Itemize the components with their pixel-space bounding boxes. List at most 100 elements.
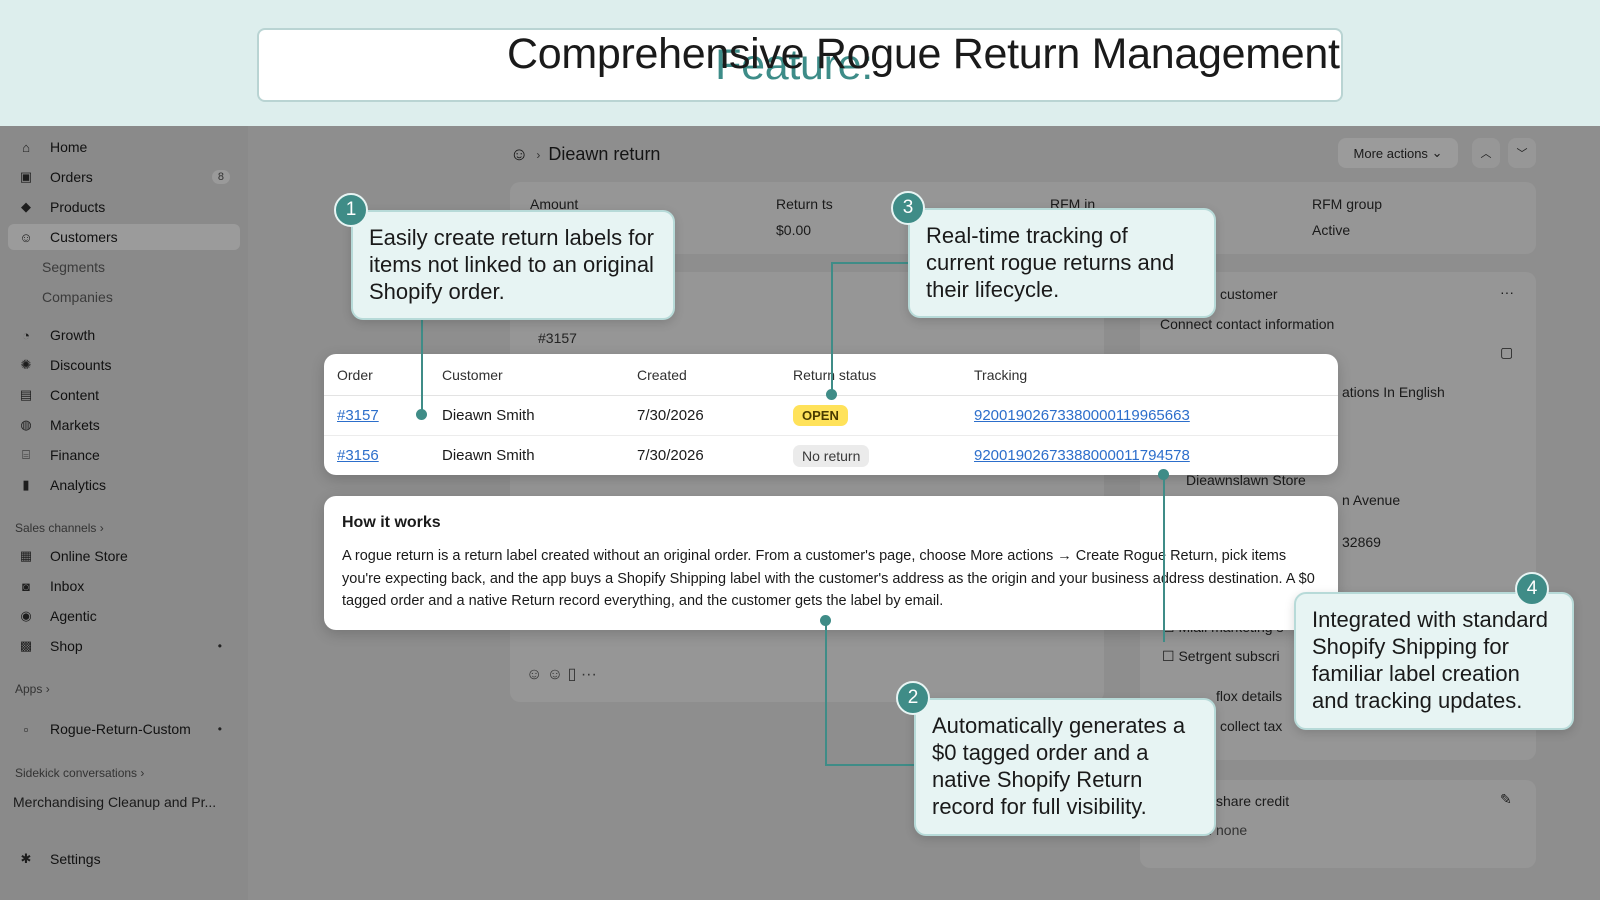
- sidebar-item-companies[interactable]: Companies: [42, 289, 113, 305]
- shop-icon: ▩: [19, 638, 33, 653]
- callout-3: Real-time tracking of current rogue retu…: [908, 208, 1216, 318]
- how-it-works-card: How it works A rogue return is a return …: [324, 496, 1338, 630]
- connector-dot-1: [416, 409, 427, 420]
- callout-3-text: Real-time tracking of current rogue retu…: [926, 223, 1175, 302]
- sidebar-item-finance[interactable]: ⌸Finance: [8, 442, 240, 468]
- sidebar-item-online-store[interactable]: ▦Online Store: [19, 548, 128, 564]
- callout-number-2: 2: [896, 681, 930, 715]
- connector-line-1: [421, 318, 423, 414]
- copy-icon[interactable]: ▢: [1500, 344, 1514, 360]
- sidebar-item-products[interactable]: ◆Products: [8, 194, 240, 220]
- callout-1-text: Easily create return labels for items no…: [369, 225, 654, 304]
- ellipsis-icon[interactable]: ···: [1500, 284, 1514, 300]
- sidebar-item-shop[interactable]: ▩Shop•: [19, 638, 222, 654]
- sidebar-item-analytics[interactable]: ▮Analytics: [8, 472, 240, 498]
- store-name: Dieawnslawn Store: [1186, 472, 1306, 488]
- returns-value: $0.00: [776, 222, 812, 238]
- sidebar-item-rogue-return-custom[interactable]: ▫Rogue-Return-Custom•: [8, 716, 240, 742]
- customer-name: Dieawn Smith: [442, 407, 535, 424]
- connector-line-2b: [825, 764, 917, 766]
- sidebar-item-inbox[interactable]: ◙Inbox: [8, 573, 240, 599]
- more-actions-button[interactable]: More actions ⌄: [1338, 138, 1458, 168]
- discount-icon: ✺: [20, 357, 32, 372]
- connector-line-2: [825, 622, 827, 766]
- comment-toolbar-icons[interactable]: ☺ ☺ ▯ ···: [526, 666, 597, 683]
- connector-line-4: [1163, 474, 1165, 642]
- connect-contact-info[interactable]: Connect contact information: [1160, 316, 1335, 332]
- column-header-order[interactable]: Order: [337, 366, 373, 383]
- callout-4: Integrated with standard Shopify Shippin…: [1294, 592, 1574, 730]
- sidebar-item-content[interactable]: ▤Content: [19, 387, 100, 403]
- sidebar-item-customers[interactable]: ☺Customers: [8, 224, 240, 250]
- connector-dot-3: [826, 389, 837, 400]
- breadcrumb: ☺ › Dieawn return: [510, 144, 660, 165]
- callout-4-text: Integrated with standard Shopify Shippin…: [1312, 607, 1549, 713]
- table-row[interactable]: #3157 Dieawn Smith 7/30/2026 OPEN 920019…: [324, 396, 1338, 436]
- sidebar-item-markets[interactable]: ◍Markets: [8, 412, 240, 438]
- shop-indicator-dot: •: [217, 639, 222, 653]
- table-header-row: Order Customer Created Return status Tra…: [324, 354, 1338, 396]
- banner-title-box: Feature: Comprehensive Rogue Return Mana…: [257, 28, 1343, 102]
- tag-icon: ◆: [21, 199, 31, 214]
- status-badge: OPEN: [793, 405, 848, 426]
- connector-line-3: [831, 262, 833, 394]
- rfm-group-value: Active: [1312, 222, 1351, 238]
- rfm-group-label: RFM group: [1312, 196, 1383, 212]
- returns-label: Return ts: [776, 196, 833, 212]
- feature-banner: Feature: Comprehensive Rogue Return Mana…: [0, 0, 1600, 126]
- order-link[interactable]: #3156: [337, 447, 379, 464]
- share-credit-heading: share credit: [1216, 793, 1290, 809]
- pencil-icon[interactable]: ✎: [1500, 791, 1512, 807]
- agentic-icon: ◉: [20, 608, 32, 623]
- order-reference: #3157: [538, 330, 577, 346]
- bar-chart-icon: ▮: [22, 477, 30, 492]
- person-icon: ☺: [19, 229, 33, 245]
- how-it-works-text: A rogue return is a return label created…: [342, 548, 1315, 609]
- callout-2-text: Automatically generates a $0 tagged orde…: [932, 713, 1186, 819]
- next-button[interactable]: ﹀: [1508, 138, 1536, 168]
- sms-subscribe-checkbox[interactable]: ☐ Setrgent subscri: [1162, 648, 1280, 664]
- column-header-tracking[interactable]: Tracking: [974, 366, 1028, 383]
- gauge-icon: ◔: [22, 327, 30, 343]
- sidebar-item-segments[interactable]: Segments: [42, 259, 106, 275]
- callout-1: Easily create return labels for items no…: [351, 210, 675, 320]
- callout-number-4: 4: [1515, 572, 1549, 606]
- sidebar-item-settings[interactable]: ✱Settings: [8, 846, 240, 872]
- person-icon[interactable]: ☺: [510, 144, 529, 164]
- app-icon: ▫: [23, 721, 29, 737]
- sidebar-item-agentic[interactable]: ◉Agentic: [8, 603, 240, 629]
- tracking-link[interactable]: 92001902673380000119965663: [974, 407, 1190, 424]
- amount-label: Amount: [530, 196, 579, 212]
- column-header-created[interactable]: Created: [637, 366, 687, 383]
- bank-icon: ⌸: [22, 447, 30, 462]
- sidebar-item-home[interactable]: ⌂Home: [8, 134, 240, 160]
- sidebar-item-discounts[interactable]: ✺Discounts: [8, 352, 240, 378]
- order-link[interactable]: #3157: [337, 407, 379, 424]
- table-row[interactable]: #3156 Dieawn Smith 7/30/2026 No return 9…: [324, 436, 1338, 475]
- store-icon: ▦: [19, 548, 33, 563]
- column-header-return-status[interactable]: Return status: [793, 366, 877, 383]
- previous-button[interactable]: ︿: [1472, 138, 1500, 168]
- chevron-right-icon: ›: [45, 682, 50, 696]
- tracking-link[interactable]: 92001902673388000011794578: [974, 447, 1190, 464]
- home-icon: ⌂: [22, 139, 30, 155]
- status-badge: No return: [793, 444, 870, 467]
- banner-title: Comprehensive Rogue Return Management: [507, 30, 1340, 78]
- sidekick-heading[interactable]: Sidekick conversations ›: [15, 766, 145, 780]
- sales-channels-heading[interactable]: Sales channels ›: [15, 521, 104, 535]
- orders-icon: ▣: [19, 169, 33, 184]
- sidekick-conversation-item[interactable]: Merchandising Cleanup and Pr...: [13, 794, 217, 810]
- created-date: 7/30/2026: [637, 407, 704, 424]
- chevron-right-icon: ›: [140, 766, 145, 780]
- content-icon: ▤: [19, 387, 33, 402]
- connector-dot-2: [820, 615, 831, 626]
- chevron-down-icon: ⌄: [1431, 145, 1443, 160]
- column-header-customer[interactable]: Customer: [442, 366, 503, 383]
- collect-tax-text: collect tax: [1220, 718, 1283, 734]
- sidebar-item-growth[interactable]: ◔Growth: [8, 322, 240, 348]
- app-indicator-dot: •: [217, 722, 222, 736]
- apps-heading[interactable]: Apps ›: [15, 682, 50, 696]
- callout-number-1: 1: [334, 193, 368, 227]
